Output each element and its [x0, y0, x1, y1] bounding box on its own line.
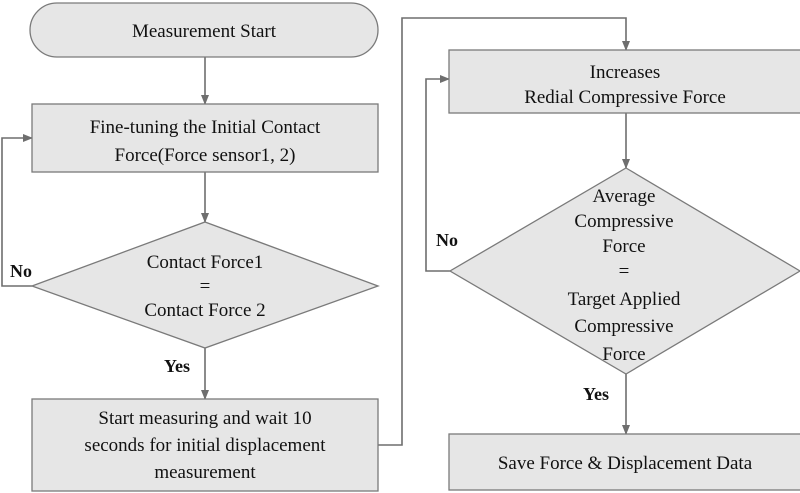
force-decision-line3: Force — [602, 236, 645, 257]
save-data-process: Save Force & Displacement Data — [448, 433, 800, 491]
increase-force-line2: Redial Compressive Force — [524, 87, 726, 108]
start-measuring-line1: Start measuring and wait 10 — [98, 408, 311, 429]
force-decision-line7: Force — [602, 344, 645, 365]
contact-force-decision: Contact Force1 = Contact Force 2 — [30, 221, 380, 349]
arrow-measure-to-increase — [378, 17, 630, 446]
contact-decision-line3: Contact Force 2 — [144, 300, 265, 321]
contact-decision-line2: = — [200, 276, 211, 297]
contact-decision-shape — [30, 221, 380, 349]
contact-yes-label: Yes — [164, 356, 190, 376]
start-terminator: Measurement Start — [29, 2, 379, 58]
force-decision-line2: Compressive — [574, 211, 673, 232]
force-no-label: No — [436, 230, 458, 250]
fine-tune-label-line1: Fine-tuning the Initial Contact — [90, 117, 321, 138]
start-measuring-process: Start measuring and wait 10 seconds for … — [31, 398, 379, 492]
force-decision-line6: Compressive — [574, 316, 673, 337]
start-measuring-shape — [31, 398, 379, 492]
force-yes-label: Yes — [583, 384, 609, 404]
force-decision-line5: Target Applied — [568, 289, 681, 310]
fine-tune-shape — [31, 103, 379, 173]
start-shape — [29, 2, 379, 58]
increase-force-shape — [448, 49, 800, 114]
start-label: Measurement Start — [132, 21, 277, 42]
increase-force-line1: Increases — [590, 62, 661, 83]
save-data-shape — [448, 433, 800, 491]
force-decision-shape — [448, 167, 800, 375]
fine-tune-process: Fine-tuning the Initial Contact Force(Fo… — [31, 103, 379, 173]
save-data-label: Save Force & Displacement Data — [498, 453, 753, 474]
connectors — [1, 17, 630, 446]
fine-tune-label-line2: Force(Force sensor1, 2) — [115, 145, 296, 166]
force-decision: Average Compressive Force = Target Appli… — [448, 167, 800, 375]
increase-force-process: Increases Redial Compressive Force — [448, 49, 800, 114]
force-decision-line4: = — [619, 261, 630, 282]
start-measuring-line2: seconds for initial displacement — [84, 435, 326, 456]
contact-decision-line1: Contact Force1 — [147, 252, 264, 273]
force-decision-line1: Average — [593, 186, 656, 207]
arrow-check-no-loop — [1, 134, 33, 287]
start-measuring-line3: measurement — [154, 462, 256, 483]
arrow-force-no-loop — [425, 75, 450, 272]
contact-no-label: No — [10, 261, 32, 281]
